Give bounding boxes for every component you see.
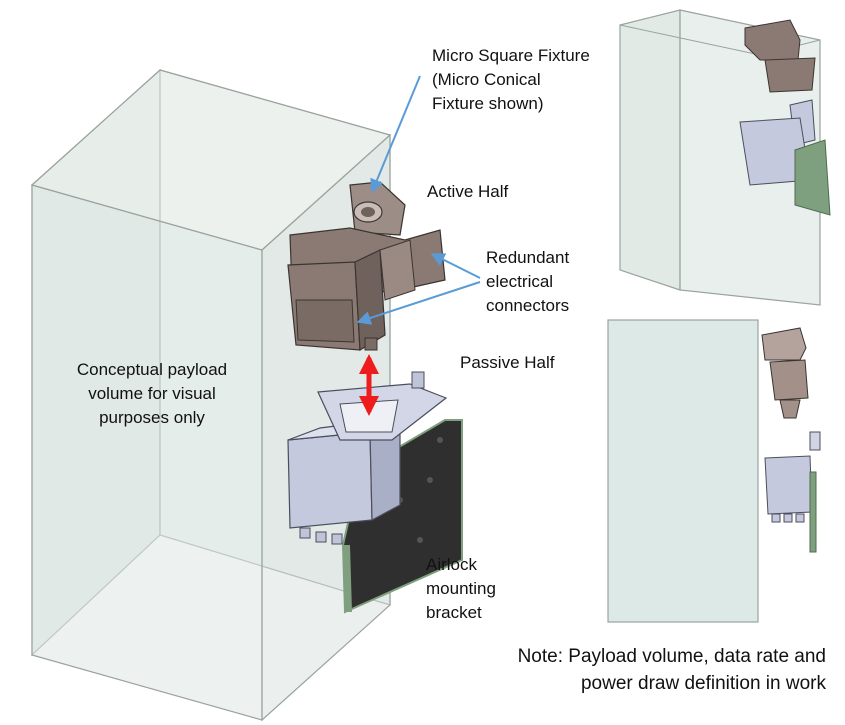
- label-passive-half: Passive Half: [460, 353, 555, 372]
- label-payload-volume-line-3: purposes only: [99, 408, 205, 427]
- label-micro-fixture-line-1: Micro Square Fixture: [432, 46, 590, 65]
- label-airlock-bracket-line-1: Airlock: [426, 555, 478, 574]
- label-payload-volume-line-1: Conceptual payload: [76, 360, 228, 379]
- label-micro-fixture-line-3: Fixture shown): [432, 94, 544, 113]
- note-line-2: power draw definition in work: [580, 673, 826, 694]
- label-micro-fixture: Micro Square Fixture (Micro Conical Fixt…: [432, 44, 590, 116]
- passive-half-body: [287, 371, 448, 545]
- label-payload-volume-line-2: volume for visual: [88, 384, 216, 403]
- inset-view-top: [619, 9, 831, 306]
- label-payload-volume: Conceptual payload volume for visual pur…: [62, 358, 242, 430]
- label-redundant-connectors-line-1: Redundant: [486, 248, 570, 267]
- label-airlock-bracket-line-2: mounting: [426, 579, 496, 598]
- active-half-body: [287, 181, 446, 352]
- label-active-half: Active Half: [427, 182, 509, 201]
- inset-view-bottom: [607, 319, 821, 623]
- label-airlock-bracket: Airlock mounting bracket: [426, 553, 496, 625]
- leader-line-connector-right: [430, 253, 481, 279]
- label-redundant-connectors: Redundant electrical connectors: [486, 246, 569, 318]
- label-redundant-connectors-line-3: connectors: [486, 296, 570, 315]
- leader-line-connector-left: [356, 281, 481, 325]
- label-redundant-connectors-line-2: electrical: [486, 272, 554, 291]
- note-text: Note: Payload volume, data rate and power…: [440, 643, 826, 697]
- label-micro-fixture-line-2: (Micro Conical: [432, 70, 541, 89]
- note-line-1: Note: Payload volume, data rate and: [517, 646, 826, 667]
- leader-line-fixture: [370, 75, 421, 194]
- label-airlock-bracket-line-3: bracket: [426, 603, 482, 622]
